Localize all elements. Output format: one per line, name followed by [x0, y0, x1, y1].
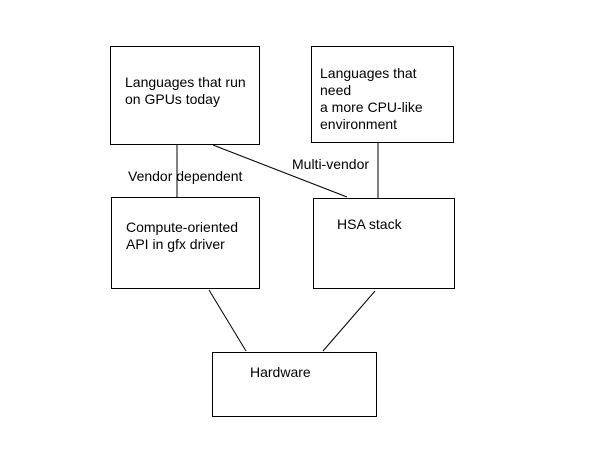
node-hsa-stack-label: HSA stack: [337, 216, 402, 232]
node-compute-api: Compute-oriented API in gfx driver: [111, 197, 260, 289]
edge-compute-api-to-hardware: [208, 289, 247, 352]
node-gpu-languages: Languages that run on GPUs today: [110, 46, 260, 145]
node-compute-api-label: Compute-oriented API in gfx driver: [126, 219, 239, 252]
edge-gpu-languages-to-hsa-stack: [212, 144, 348, 198]
node-hardware: Hardware: [212, 352, 377, 417]
node-cpu-languages: Languages that need a more CPU-like envi…: [311, 46, 454, 143]
node-gpu-languages-label: Languages that run on GPUs today: [125, 74, 246, 107]
edge-hsa-stack-to-hardware: [322, 290, 376, 352]
node-hsa-stack: HSA stack: [313, 198, 455, 289]
node-hardware-label: Hardware: [250, 364, 311, 380]
edge-label-vendor-dependent: Vendor dependent: [128, 168, 243, 184]
edge-label-multi-vendor: Multi-vendor: [292, 156, 370, 172]
node-cpu-languages-label: Languages that need a more CPU-like envi…: [320, 65, 423, 132]
